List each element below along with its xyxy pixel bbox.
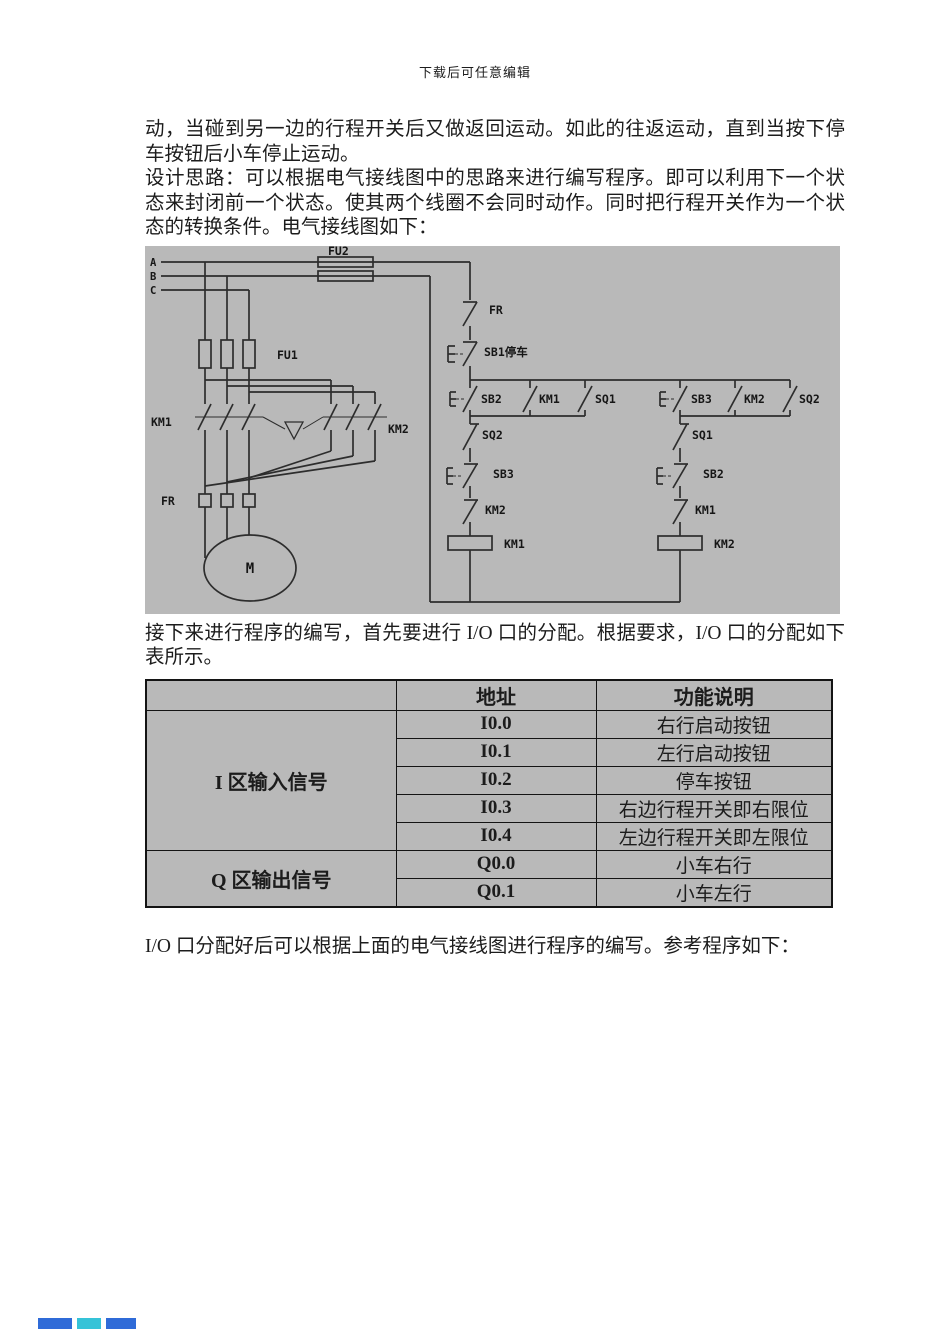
io-table-header-function: 功能说明	[595, 679, 833, 711]
circuit-labels: A B C FU2 FU1 KM1 KM2 FR M FR SB1停车 SB2 …	[150, 246, 820, 577]
io-table-output-group: Q 区输出信号	[145, 849, 397, 907]
io-address: Q0.0	[395, 849, 597, 879]
table-row: I0.2 停车按钮	[146, 765, 833, 795]
io-table-corner-cell	[145, 679, 397, 711]
label-fu1: FU1	[277, 348, 298, 362]
paragraph-3: 接下来进行程序的编写，首先要进行 I/O 口的分配。根据要求，I/O 口的分配如…	[145, 622, 845, 669]
document-body: 动，当碰到另一边的行程开关后又做返回运动。如此的往返运动，直到当按下停车按钮后小…	[145, 118, 845, 959]
io-address: I0.1	[395, 737, 597, 767]
label-sq1-nc: SQ1	[692, 428, 713, 442]
table-row: I0.4 左边行程开关即左限位	[146, 821, 833, 851]
io-function: 小车右行	[595, 849, 833, 879]
io-function: 左行启动按钮	[595, 737, 833, 767]
label-phase-a: A	[150, 257, 157, 269]
io-function: 右边行程开关即右限位	[595, 793, 833, 823]
io-function: 右行启动按钮	[595, 709, 833, 739]
label-km1-main: KM1	[151, 415, 172, 429]
circuit-lines	[161, 255, 798, 603]
label-km2-seal: KM2	[744, 392, 765, 406]
label-sb3-nc: SB3	[493, 467, 514, 481]
io-address: I0.3	[395, 793, 597, 823]
io-function: 小车左行	[595, 877, 833, 907]
circuit-diagram: A B C FU2 FU1 KM1 KM2 FR M FR SB1停车 SB2 …	[145, 245, 840, 614]
io-address: I0.4	[395, 821, 597, 851]
io-function: 左边行程开关即左限位	[595, 821, 833, 851]
table-row: I0.1 左行启动按钮	[146, 737, 833, 767]
io-address: Q0.1	[395, 877, 597, 907]
table-row: Q 区输出信号 Q0.0 小车右行	[145, 849, 833, 907]
io-table-header-row: 地址 功能说明	[145, 679, 833, 711]
label-sb3-start: SB3	[691, 392, 712, 406]
paragraph-4: I/O 口分配好后可以根据上面的电气接线图进行程序的编写。参考程序如下：	[145, 935, 800, 957]
page-watermark: 下载后可任意编辑	[418, 65, 531, 80]
label-km1-nc: KM1	[695, 503, 716, 517]
footer-artifact	[38, 1318, 136, 1329]
paragraph-2: 设计思路：可以根据电气接线图中的思路来进行编写程序。即可以利用下一个状态来封闭前…	[145, 168, 845, 238]
label-motor: M	[246, 561, 254, 577]
label-phase-c: C	[150, 285, 156, 297]
label-phase-b: B	[150, 271, 156, 283]
paragraph-1: 动，当碰到另一边的行程开关后又做返回运动。如此的往返运动，直到当按下停车按钮后小…	[145, 119, 845, 165]
label-km2-coil: KM2	[714, 537, 735, 551]
label-fr-ctrl: FR	[489, 303, 503, 317]
label-km1-coil: KM1	[504, 537, 525, 551]
table-row: I 区输入信号 I0.0 右行启动按钮	[145, 709, 833, 851]
label-km1-seal: KM1	[539, 392, 560, 406]
label-km2-main: KM2	[388, 422, 409, 436]
label-km2-nc: KM2	[485, 503, 506, 517]
table-row: I0.3 右边行程开关即右限位	[146, 793, 833, 823]
io-function: 停车按钮	[595, 765, 833, 795]
io-table-input-group: I 区输入信号	[145, 709, 397, 851]
label-fr-main: FR	[161, 494, 175, 508]
label-fu2: FU2	[328, 246, 349, 258]
label-sb1-stop: SB1停车	[484, 345, 528, 359]
label-sb2-start: SB2	[481, 392, 502, 406]
label-sb2-nc: SB2	[703, 467, 724, 481]
table-row: Q0.1 小车左行	[146, 877, 833, 907]
io-address: I0.2	[395, 765, 597, 795]
io-address: I0.0	[395, 709, 597, 739]
footer-artifact-chip-blue2	[106, 1318, 136, 1329]
footer-artifact-chip-blue	[38, 1318, 72, 1329]
label-sq2-nc: SQ2	[482, 428, 503, 442]
label-sq1-parallel: SQ1	[595, 392, 616, 406]
label-sq2-parallel: SQ2	[799, 392, 820, 406]
io-table-header-address: 地址	[395, 679, 597, 711]
footer-artifact-chip-teal	[77, 1318, 101, 1329]
io-table: 地址 功能说明 I 区输入信号 I0.0 右行启动按钮 I0.1 左行启动按钮 …	[145, 678, 833, 908]
circuit-diagram-svg: A B C FU2 FU1 KM1 KM2 FR M FR SB1停车 SB2 …	[150, 246, 820, 603]
